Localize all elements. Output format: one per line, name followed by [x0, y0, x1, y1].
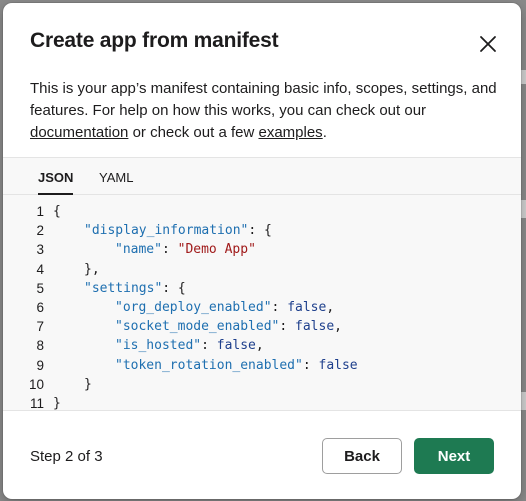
json-punctuation: } [53, 395, 61, 411]
line-number: 7 [36, 319, 44, 335]
json-string: "Demo App" [177, 242, 256, 258]
json-punctuation: , [334, 319, 342, 335]
line-number: 1 [36, 204, 44, 219]
json-key: "token_rotation_enabled" [115, 357, 303, 373]
dialog-header: Create app from manifest [3, 3, 521, 83]
line-number: 8 [36, 338, 44, 354]
code-text: { [53, 202, 61, 221]
json-punctuation: : { [162, 280, 186, 296]
json-boolean: false [287, 299, 327, 315]
line-number: 6 [36, 299, 44, 315]
code-line: 5 "settings": { [3, 279, 521, 298]
code-line: 11} [3, 394, 521, 413]
dialog-description: This is your app’s manifest containing b… [30, 78, 500, 144]
description-text: . [322, 124, 327, 141]
json-punctuation: : [279, 319, 296, 335]
json-boolean: false [295, 319, 335, 335]
json-punctuation: }, [84, 261, 100, 277]
code-text: "display_information": { [53, 221, 272, 240]
code-text: "org_deploy_enabled": false, [53, 298, 334, 317]
code-line: 3 "name": "Demo App" [3, 240, 521, 259]
code-line: 1{ [3, 202, 521, 221]
json-boolean: false [216, 338, 256, 354]
next-button[interactable]: Next [414, 438, 494, 474]
back-button[interactable]: Back [322, 438, 402, 474]
code-text: "socket_mode_enabled": false, [53, 317, 342, 336]
code-line: 6 "org_deploy_enabled": false, [3, 298, 521, 317]
json-punctuation: { [53, 204, 61, 219]
code-line: 4}, [3, 260, 521, 279]
code-line: 8 "is_hosted": false, [3, 336, 521, 355]
json-punctuation: : { [248, 223, 272, 239]
step-indicator: Step 2 of 3 [30, 448, 103, 465]
code-text: "is_hosted": false, [53, 336, 264, 355]
background-strip [516, 70, 526, 84]
tab-json[interactable]: JSON [38, 170, 74, 195]
description-text: or check out a few [128, 124, 259, 141]
code-line: 7 "socket_mode_enabled": false, [3, 317, 521, 336]
json-punctuation: : [302, 357, 319, 373]
background-strip [516, 392, 526, 410]
code-text: } [53, 375, 92, 394]
code-text: "token_rotation_enabled": false [53, 356, 358, 375]
background-strip [516, 200, 526, 218]
description-text: This is your app’s manifest containing b… [30, 80, 497, 119]
examples-link[interactable]: examples [258, 124, 323, 141]
json-key: "display_information" [84, 223, 249, 239]
code-line: 9 "token_rotation_enabled": false [3, 356, 521, 375]
tab-yaml[interactable]: YAML [99, 170, 134, 185]
code-area[interactable]: 1{2"display_information": {3"name": "Dem… [3, 202, 521, 413]
json-key: "org_deploy_enabled" [115, 299, 272, 315]
close-button[interactable] [477, 33, 499, 55]
json-key: "settings" [84, 280, 163, 296]
json-boolean: false [318, 357, 358, 373]
code-line: 10} [3, 375, 521, 394]
manifest-editor: JSON YAML 1{2"display_information": {3"n… [3, 157, 521, 411]
dialog-footer: Step 2 of 3 Back Next [3, 411, 521, 499]
documentation-link[interactable]: documentation [30, 124, 129, 141]
json-key: "socket_mode_enabled" [115, 319, 280, 335]
line-number: 11 [29, 395, 44, 411]
line-number: 5 [36, 280, 44, 296]
line-number: 2 [36, 223, 44, 239]
json-punctuation: } [84, 376, 92, 392]
json-key: "is_hosted" [115, 338, 202, 354]
code-text: }, [53, 260, 100, 279]
code-line: 2 "display_information": { [3, 221, 521, 240]
json-punctuation: : [271, 299, 288, 315]
create-app-dialog: Create app from manifest This is your ap… [3, 3, 521, 499]
format-tabs: JSON YAML [3, 158, 521, 195]
json-key: "name" [115, 242, 162, 258]
json-punctuation: : [161, 242, 178, 258]
close-icon [480, 36, 496, 52]
json-punctuation: , [255, 338, 264, 354]
line-number: 10 [28, 376, 44, 392]
line-number: 3 [36, 242, 44, 258]
code-text: } [53, 394, 61, 413]
code-text: "name": "Demo App" [53, 240, 256, 259]
code-text: "settings": { [53, 279, 186, 298]
json-punctuation: , [326, 299, 335, 315]
line-number: 4 [36, 261, 44, 277]
json-punctuation: : [201, 338, 217, 354]
line-number: 9 [36, 357, 44, 373]
dialog-title: Create app from manifest [30, 29, 279, 52]
